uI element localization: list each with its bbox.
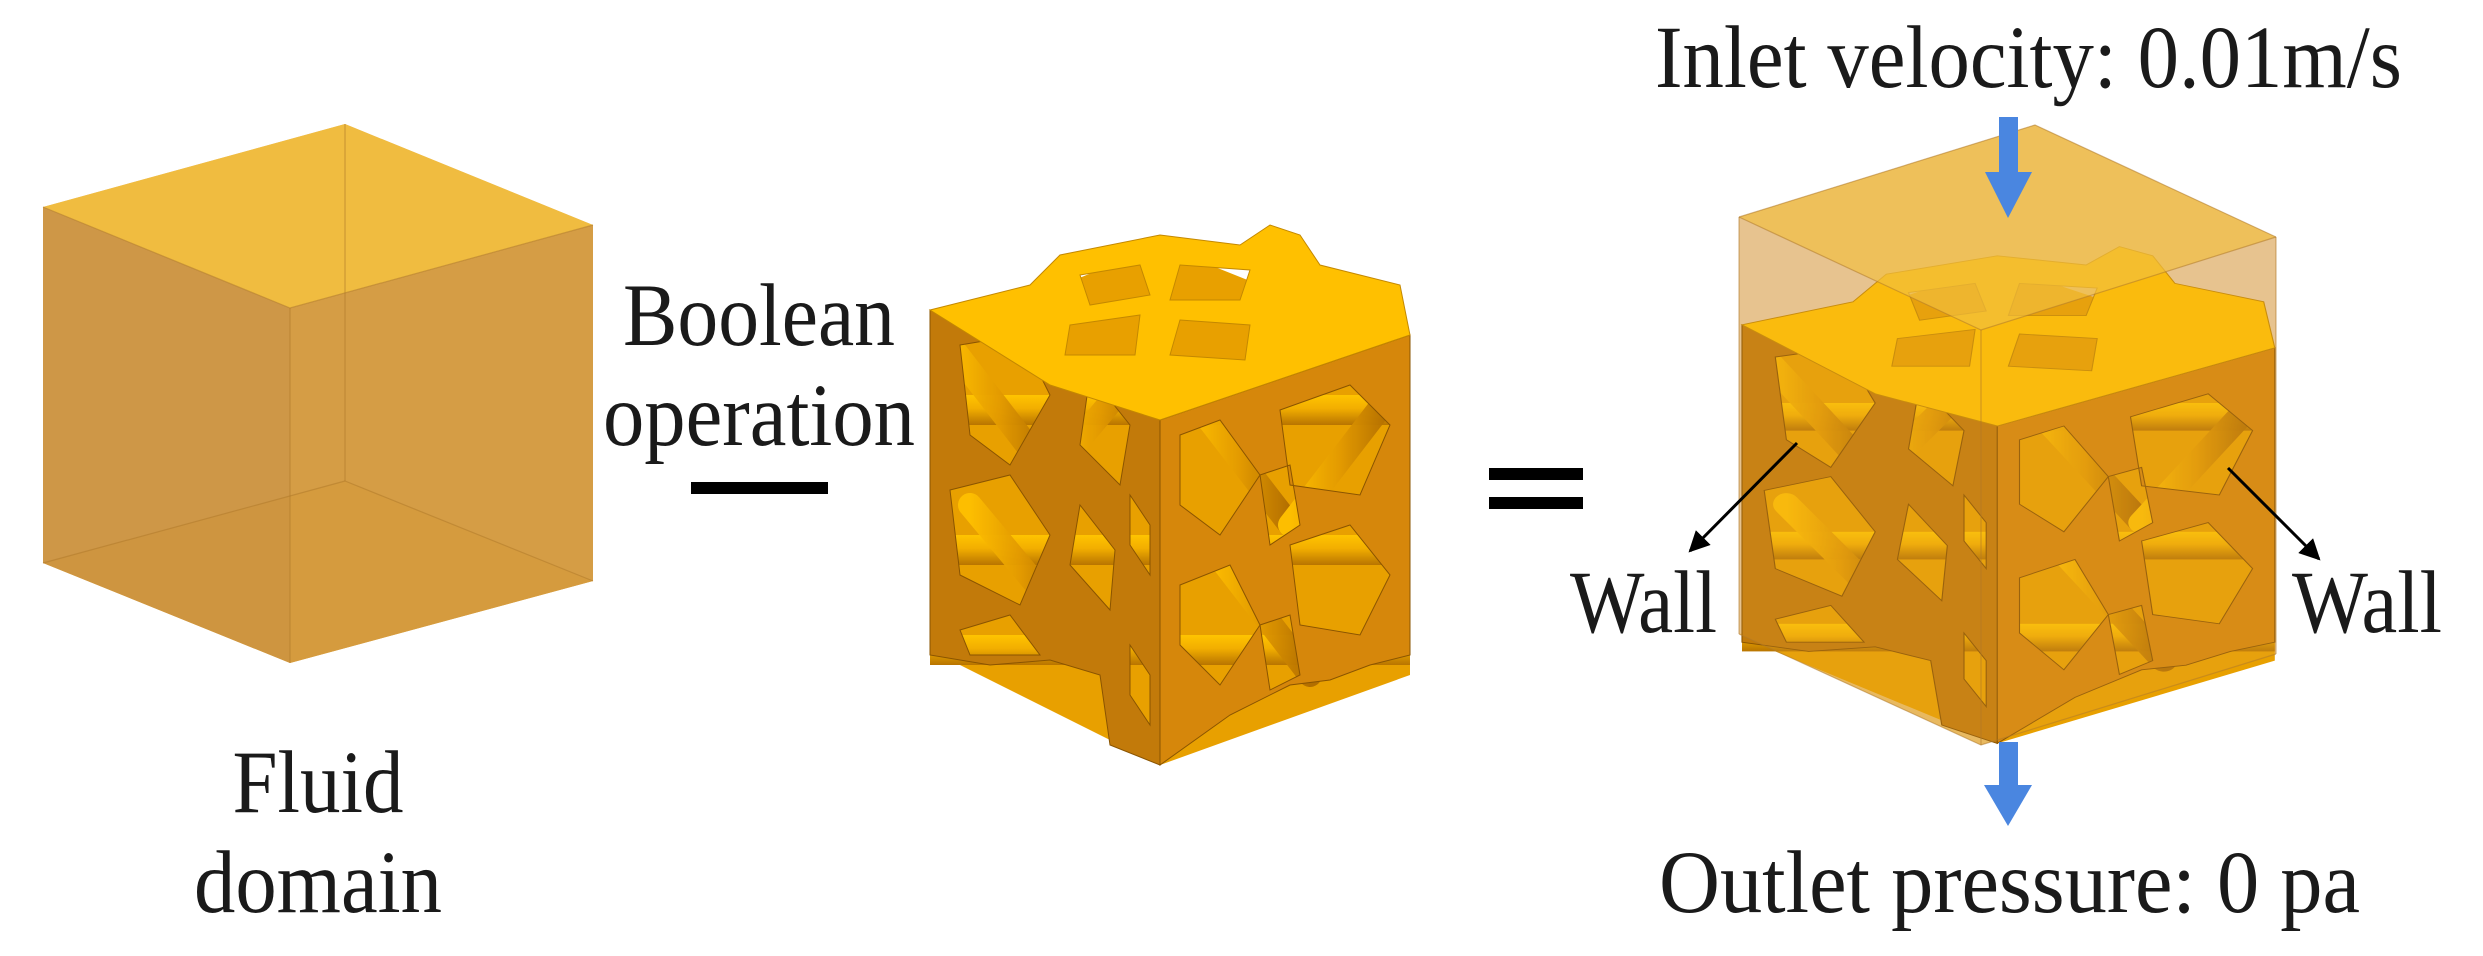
fluid-domain-cube [42,124,594,663]
cube-left-face [43,207,290,663]
boolean-operation-label-line1: Boolean [623,267,895,365]
wall-pointer-left-icon [1688,441,1799,553]
lattice-structure [930,225,1410,765]
fluid-domain-label-line2: domain [194,834,442,932]
outlet-arrow-icon [1984,742,2032,826]
wall-label-left: Wall [1570,554,1717,652]
fluid-domain-label-line1: Fluid [233,734,404,832]
inlet-velocity-label: Inlet velocity: 0.01m/s [1655,9,2402,107]
outlet-pressure-label: Outlet pressure: 0 pa [1659,834,2360,932]
wall-label-right: Wall [2292,554,2442,652]
minus-sign-icon [691,482,828,494]
cube-top-face [43,124,593,308]
equals-sign-icon [1489,468,1583,509]
cube-right-face [290,225,593,663]
boolean-operation-label-line2: operation [603,367,915,465]
fluid-flow-region [1739,124,2276,745]
inlet-arrow-icon [1985,117,2032,218]
wall-pointer-right-icon [2226,466,2321,561]
